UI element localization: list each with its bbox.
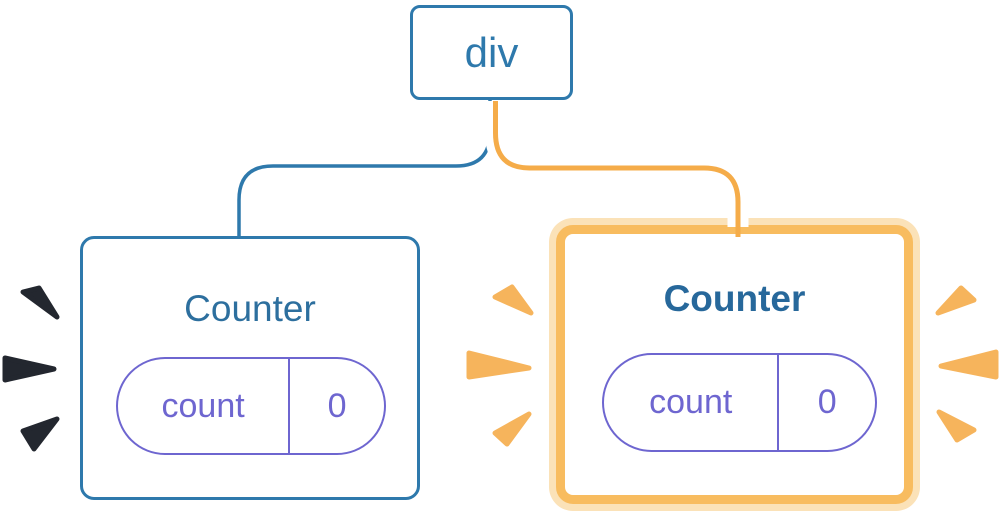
burst-marks-right-counter-right bbox=[935, 285, 999, 443]
burst-mark-icon bbox=[466, 350, 532, 380]
burst-mark-icon bbox=[938, 349, 999, 380]
burst-mark-icon bbox=[492, 411, 532, 447]
counter-title: Counter bbox=[184, 288, 316, 329]
burst-mark-icon bbox=[936, 409, 977, 443]
burst-mark-icon bbox=[20, 416, 60, 452]
state-value: 0 bbox=[817, 383, 837, 421]
edge-to-right-counter-halo bbox=[485, 101, 749, 227]
counter-card-right-highlight-ring: Counter count 0 bbox=[549, 218, 920, 511]
burst-marks-left-counter bbox=[2, 285, 60, 452]
state-key-label: count bbox=[118, 359, 291, 453]
edge-to-right-counter-highlighted bbox=[493, 101, 741, 237]
burst-mark-icon bbox=[935, 285, 977, 316]
burst-mark-icon bbox=[2, 355, 57, 383]
tree-root-node: div bbox=[410, 5, 573, 100]
state-pill: count 0 bbox=[602, 353, 877, 452]
state-pill: count 0 bbox=[116, 357, 386, 455]
edge-to-left-counter bbox=[237, 99, 492, 240]
state-value: 0 bbox=[327, 386, 347, 425]
counter-card-left: Counter count 0 bbox=[80, 236, 420, 500]
burst-mark-icon bbox=[492, 284, 534, 316]
state-key-label: count bbox=[604, 355, 780, 450]
root-node-label: div bbox=[464, 28, 519, 76]
burst-mark-icon bbox=[20, 285, 60, 320]
counter-card-right: Counter count 0 bbox=[556, 225, 913, 504]
burst-marks-right-counter-left bbox=[466, 284, 534, 447]
counter-title: Counter bbox=[663, 278, 806, 319]
